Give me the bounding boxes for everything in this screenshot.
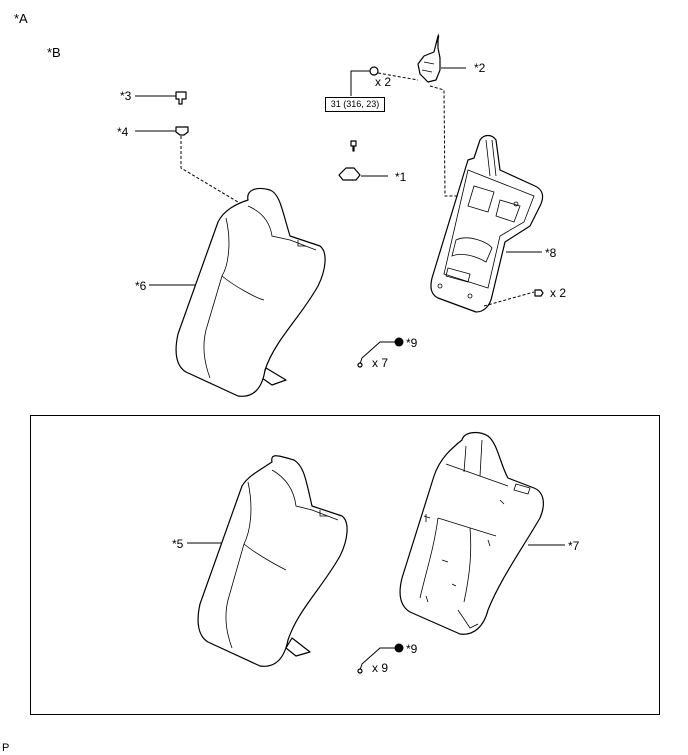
clip-part-4 bbox=[135, 126, 244, 212]
view-label-a: *A bbox=[14, 11, 28, 26]
callout-part-8: *8 bbox=[545, 246, 557, 260]
callout-part-1: *1 bbox=[395, 170, 407, 184]
clip-quantity-bottom: x 9 bbox=[372, 661, 389, 675]
torque-spec-box: 31 (316, 23) bbox=[325, 97, 385, 112]
clip-part-9-top bbox=[357, 337, 404, 368]
seatback-cover-5 bbox=[187, 455, 348, 667]
lower-view-frame bbox=[30, 415, 660, 715]
callout-part-4: *4 bbox=[117, 125, 129, 139]
nut-quantity: x 2 bbox=[375, 75, 392, 89]
view-label-b: *B bbox=[47, 45, 61, 60]
callout-part-9-top: *9 bbox=[406, 336, 418, 350]
callout-part-9-bottom: *9 bbox=[406, 642, 418, 656]
seatback-assembly-6 bbox=[149, 187, 326, 397]
pin-part-3 bbox=[135, 91, 187, 105]
callout-part-7: *7 bbox=[568, 539, 580, 553]
lock-part-2 bbox=[350, 33, 466, 197]
clip-part-9-bottom bbox=[357, 643, 404, 674]
figure-code: P bbox=[2, 742, 10, 754]
seatback-cover-7 bbox=[399, 431, 565, 635]
clip-quantity-top: x 7 bbox=[372, 356, 389, 370]
callout-part-2: *2 bbox=[474, 61, 486, 75]
callout-part-5: *5 bbox=[172, 537, 184, 551]
screw-quantity: x 2 bbox=[550, 286, 567, 300]
bezel-part-1 bbox=[338, 140, 388, 181]
callout-part-6: *6 bbox=[135, 279, 147, 293]
seatback-frame-8 bbox=[430, 134, 544, 313]
callout-part-3: *3 bbox=[120, 89, 132, 103]
